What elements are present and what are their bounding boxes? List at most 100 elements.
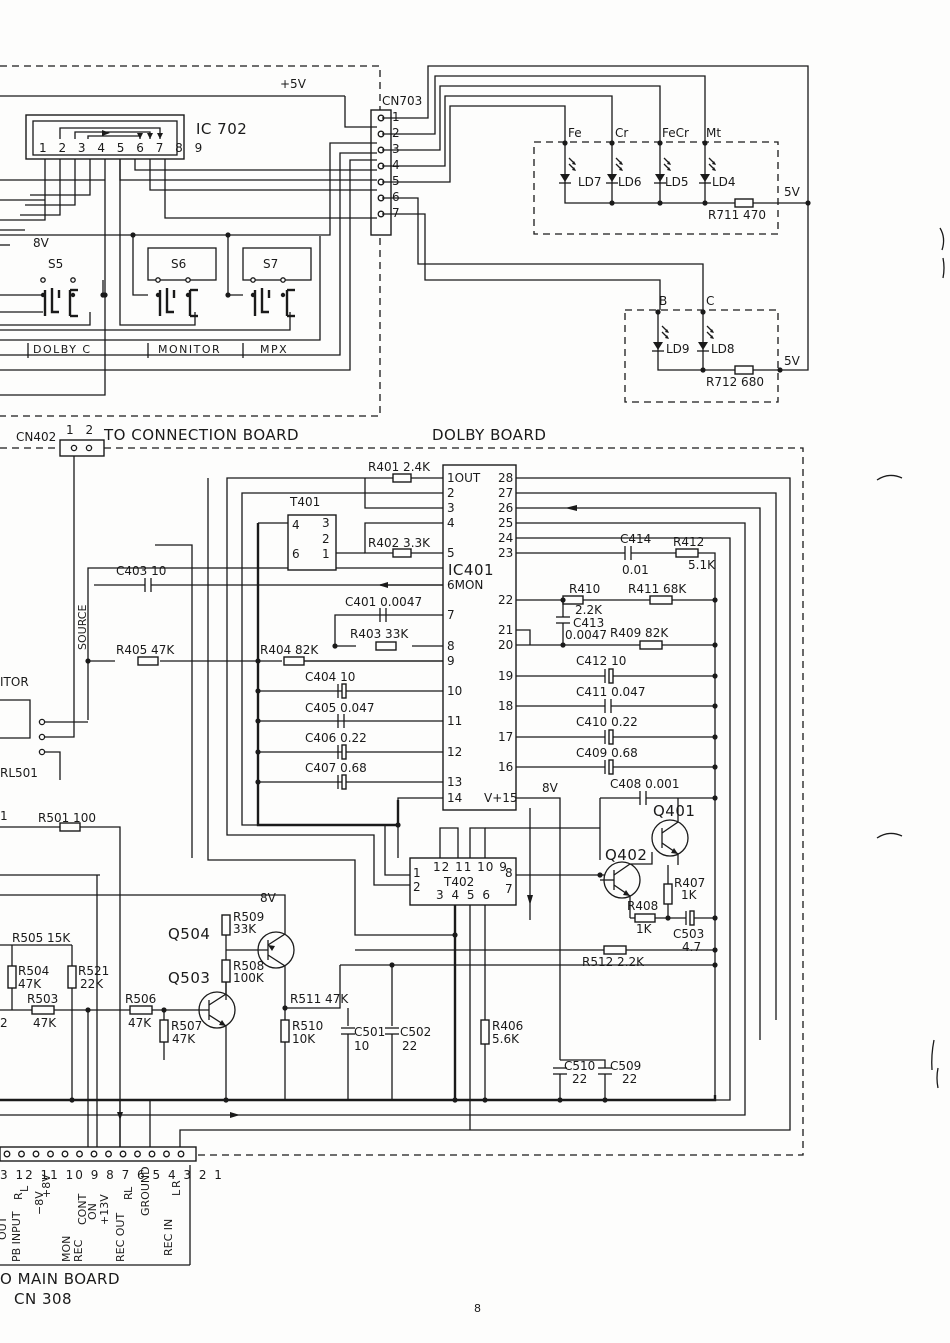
r506-value: 47K (128, 1016, 152, 1030)
junction-dot (702, 200, 708, 206)
switch-monitor-label: MONITOR (158, 343, 221, 356)
switch-terminal (280, 277, 286, 283)
bottom-connector-pin (163, 1150, 170, 1158)
r503-value: 47K (33, 1016, 57, 1030)
cn703-pin-5: 5 (392, 174, 400, 188)
ic401-right-pin: 25 (498, 516, 513, 530)
junction-dot (712, 962, 718, 968)
main-board-title: O MAIN BOARD (0, 1270, 120, 1288)
r508-value: 100K (233, 971, 265, 985)
bottom-connector-numbers: 3 12 11 10 9 8 7 6 5 4 3 2 1 (0, 1168, 224, 1182)
t401-pin-2: 2 (322, 532, 330, 546)
right-components: C414 0.01 R412 5.1K R410 2.2K R411 68K C… (542, 532, 716, 795)
junction-dot (712, 673, 718, 679)
r511-label: R511 47K (290, 992, 349, 1006)
junction-dot (282, 1005, 288, 1011)
c501-value: 10 (354, 1039, 369, 1053)
switch-mpx-label: MPX (260, 343, 288, 356)
junction-dot (255, 688, 261, 694)
junction-dot (255, 718, 261, 724)
cn402: CN402 1 2 TO CONNECTION BOARD (16, 423, 299, 457)
pin-1-label: 1 (0, 809, 8, 823)
ic401-right-pin: 16 (498, 760, 513, 774)
cn402-pins: 1 2 (66, 423, 97, 437)
switch-group: 8V S5 S6 S7 DOLBY C MONITOR MPX (0, 159, 312, 358)
ic401-left-pin: 5 (447, 546, 455, 560)
c410-label: C410 0.22 (576, 715, 638, 729)
c403-label: C403 10 (116, 564, 166, 578)
cn703-label: CN703 (382, 94, 422, 108)
r404-label: R404 82K (260, 643, 319, 657)
junction-dot (655, 309, 661, 315)
junction-dot (85, 1007, 91, 1013)
r507-label: R507 (171, 1019, 202, 1033)
ic401-right-pin: 21 (498, 623, 513, 637)
junction-dot (395, 822, 401, 828)
cn703-pin-2: 2 (392, 126, 400, 140)
led-diode (653, 342, 663, 350)
c411-label: C411 0.047 (576, 685, 645, 699)
led-wiring (382, 65, 809, 371)
led-col-b: B (659, 294, 667, 308)
r510-label: R510 (292, 1019, 323, 1033)
r411-label: R411 68K (628, 582, 687, 596)
r405-label: R405 47K (116, 643, 175, 657)
t402: 12 11 10 9 T402 3 4 5 6 1 2 8 7 (409, 827, 605, 1130)
junction-dot (777, 367, 783, 373)
junction-dot (452, 932, 458, 938)
switch-s5-label: S5 (48, 257, 63, 271)
switch-contact (165, 288, 174, 314)
ic702-label: IC 702 (196, 120, 247, 138)
ic401-right-pin: V+15 (484, 791, 518, 805)
junction-dot (700, 367, 706, 373)
r407-value: 1K (681, 888, 698, 902)
led-ray-tips (572, 161, 576, 171)
bottom-connector-pin (61, 1150, 69, 1158)
ic401-left-pin: 14 (447, 791, 462, 805)
led-col-fe: Fe (568, 126, 582, 140)
led-diode (655, 174, 665, 182)
c404-label: C404 10 (305, 670, 355, 684)
junction-dot (85, 658, 91, 664)
bottom-connector-pin (134, 1150, 141, 1158)
ic401-right-pin: 18 (498, 699, 513, 713)
bottom-connector-pin (148, 1150, 156, 1158)
r408-label: R408 (627, 899, 658, 913)
supply-5v-label: +5V (280, 77, 307, 91)
r509-label: R509 (233, 910, 264, 924)
r506-label: R506 (125, 992, 156, 1006)
bottom-connector-label: −8V (33, 1191, 46, 1215)
transistors-q401-q402: Q401 Q402 R407 1K R408 1K C503 4.7 R512 … (340, 798, 715, 969)
page-number: 8 (474, 1302, 481, 1315)
c406-label: C406 0.22 (305, 731, 367, 745)
cn308-label: CN 308 (14, 1290, 72, 1308)
c509-label: C509 (610, 1059, 641, 1073)
bottom-connector-label: +13V (98, 1194, 111, 1225)
junction-dot (712, 597, 718, 603)
bottom-connector-label: R (122, 1192, 135, 1200)
switch-terminal (280, 292, 286, 298)
c409-label: C409 0.68 (576, 746, 638, 760)
junction-dot (389, 962, 395, 968)
r504-label: R504 (18, 964, 49, 978)
junction-dot (712, 947, 718, 953)
c407-label: C407 0.68 (305, 761, 367, 775)
switch-contact (260, 288, 269, 314)
cn703-pin-4: 4 (392, 158, 400, 172)
c503-label: C503 (673, 927, 704, 941)
ic401-left-pin: 4 (447, 516, 455, 530)
led-col-fecr: FeCr (662, 126, 689, 140)
q401-label: Q401 (653, 802, 695, 820)
bottom-connector-label: R (170, 1180, 183, 1188)
led-ray-tips (712, 161, 716, 171)
led-ray-tips (710, 329, 714, 339)
supply-8v-low: 8V (260, 891, 277, 905)
bottom-connector-label: +8V (40, 1174, 53, 1198)
dolby-board-outline (0, 447, 804, 1156)
t402-pin-7: 7 (505, 882, 513, 896)
bottom-connector-pin (76, 1150, 83, 1158)
ic401-left-pin: 12 (447, 745, 462, 759)
bottom-connector-pin (90, 1150, 98, 1158)
bottom-connector-label: L (18, 1185, 31, 1192)
